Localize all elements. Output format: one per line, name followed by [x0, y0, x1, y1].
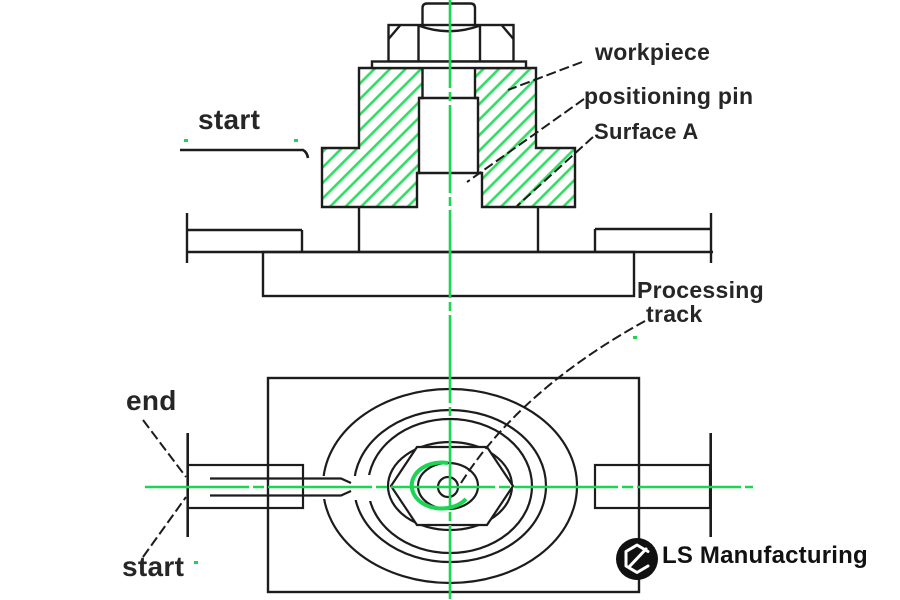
processing-track-leader — [460, 320, 646, 484]
surface-a-leader — [516, 136, 594, 207]
fixture-risers — [357, 207, 540, 252]
surface-a-label: Surface A — [594, 119, 699, 144]
workpiece-section-hatch — [320, 66, 577, 209]
start-label-top: start — [198, 104, 261, 135]
right-clamp-bracket — [593, 213, 713, 263]
workpiece-leader — [507, 61, 583, 91]
processing-track-line1: Processing — [637, 277, 764, 303]
start-label-bottom: start — [122, 551, 185, 582]
ls-logo-icon — [616, 538, 658, 580]
start-track-entry-line — [180, 148, 310, 159]
end-label: end — [126, 385, 177, 416]
left-clamp-bracket — [185, 213, 304, 263]
start-bottom-leader — [142, 496, 187, 558]
brand-text: LS Manufacturing — [662, 542, 868, 569]
processing-track-label: Processing track — [637, 278, 764, 326]
leader-lines — [142, 61, 646, 558]
positioning-pin-leader — [466, 98, 585, 183]
workpiece-label: workpiece — [595, 39, 711, 65]
centerline-dots — [184, 139, 637, 564]
processing-track-line2: track — [646, 301, 703, 328]
centerlines — [145, 0, 753, 599]
positioning-pin-label: positioning pin — [584, 83, 754, 109]
end-leader — [142, 419, 187, 478]
